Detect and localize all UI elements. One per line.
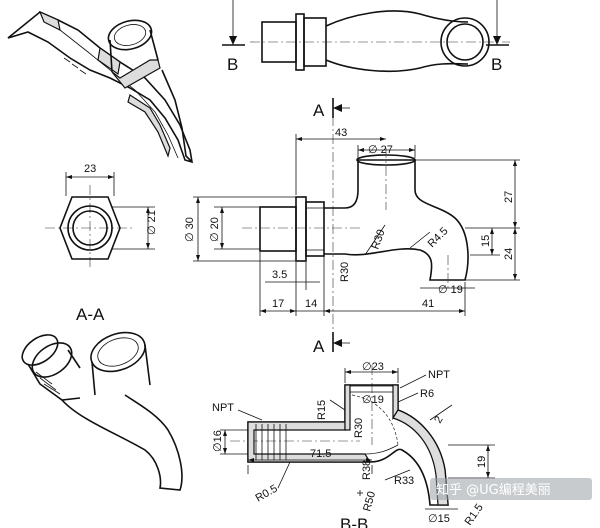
dim-aa-dia-21: ∅ 21	[146, 210, 158, 235]
dim-front-dia-27: ∅ 27	[368, 144, 393, 156]
dim-front-14: 14	[305, 298, 317, 310]
dim-aa-23: 23	[84, 163, 96, 175]
top-view: B B	[222, 0, 510, 74]
dim-bb-r50: R50	[361, 490, 378, 513]
isometric-exterior-view	[21, 331, 183, 491]
isometric-section-view	[7, 10, 193, 164]
dim-bb-r38: R38	[361, 460, 373, 480]
label-npt-left: NPT	[212, 402, 234, 414]
dim-bb-dia-23: ∅23	[362, 361, 384, 373]
dim-bb-r15-a: R15	[316, 400, 328, 420]
dim-front-24: 24	[503, 248, 515, 260]
section-b-b-view: NPT NPT R6 ∅23 ∅19 R15 R30 2 ∅16 71.5 R3…	[212, 361, 495, 528]
dim-front-dia-19: ∅ 19	[438, 284, 463, 296]
dim-front-r45: R4.5	[426, 225, 451, 250]
dim-front-dia-30: ∅ 30	[184, 217, 196, 242]
front-view: A A 43 ∅ 27	[184, 98, 520, 356]
dim-bb-r1-5: R1.5	[463, 502, 486, 528]
dim-front-15: 15	[480, 235, 492, 247]
section-title-b-b: B-B	[340, 515, 368, 528]
watermark-text: 知乎 @UG编程美丽	[436, 482, 551, 498]
dim-bb-dia-16: ∅16	[212, 430, 224, 452]
dim-bb-r33: R33	[394, 475, 414, 487]
dim-front-43: 43	[335, 127, 347, 139]
section-marker-b-left: B	[227, 55, 238, 74]
dim-bb-2: 2	[432, 414, 445, 425]
dim-bb-dia-19: ∅19	[362, 394, 384, 406]
dim-bb-19: 19	[476, 456, 488, 468]
dim-bb-71-5: 71.5	[310, 448, 331, 460]
dim-front-dia-20: ∅ 20	[209, 217, 221, 242]
dim-bb-r30: R30	[353, 418, 365, 438]
label-npt-right: NPT	[428, 369, 450, 381]
section-a-a-view: 23 ∅ 21 A-A	[45, 163, 158, 324]
watermark: 知乎 @UG编程美丽	[430, 478, 592, 500]
dim-front-27: 27	[503, 191, 515, 203]
dim-bb-r0-5: R0.5	[254, 483, 280, 505]
dim-bb-r6: R6	[420, 388, 434, 400]
dim-bb-dia-15: ∅15	[428, 513, 450, 525]
dim-front-41: 41	[422, 298, 434, 310]
dim-front-3-5: 3.5	[272, 269, 287, 281]
section-marker-a-bottom: A	[313, 337, 325, 356]
section-marker-b-right: B	[491, 55, 502, 74]
dim-front-r30-b: R30	[339, 262, 351, 282]
section-marker-a-top: A	[313, 101, 325, 120]
dim-front-r30-a: R30	[370, 228, 388, 251]
section-title-a-a: A-A	[76, 305, 105, 324]
dim-front-17: 17	[272, 298, 284, 310]
